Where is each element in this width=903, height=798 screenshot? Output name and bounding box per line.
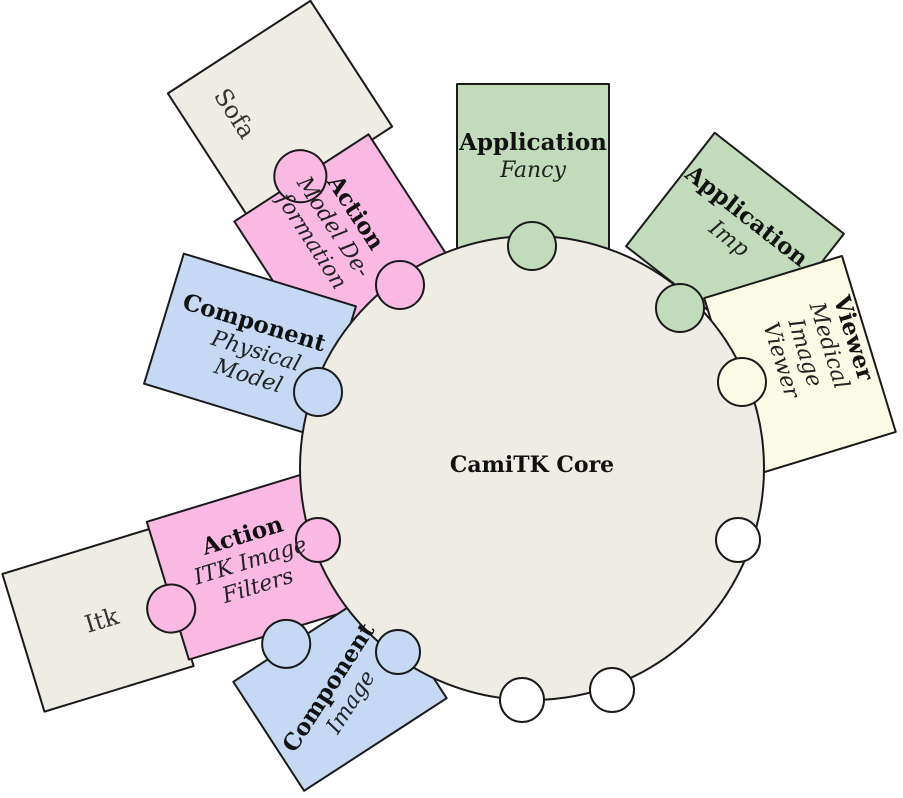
application-fancy-sub: Fancy [499,158,566,183]
application-fancy-title: Application [458,129,607,156]
core-label: CamiTK Core [450,452,614,478]
camitk-core-piece: CamiTK Core [293,221,767,723]
